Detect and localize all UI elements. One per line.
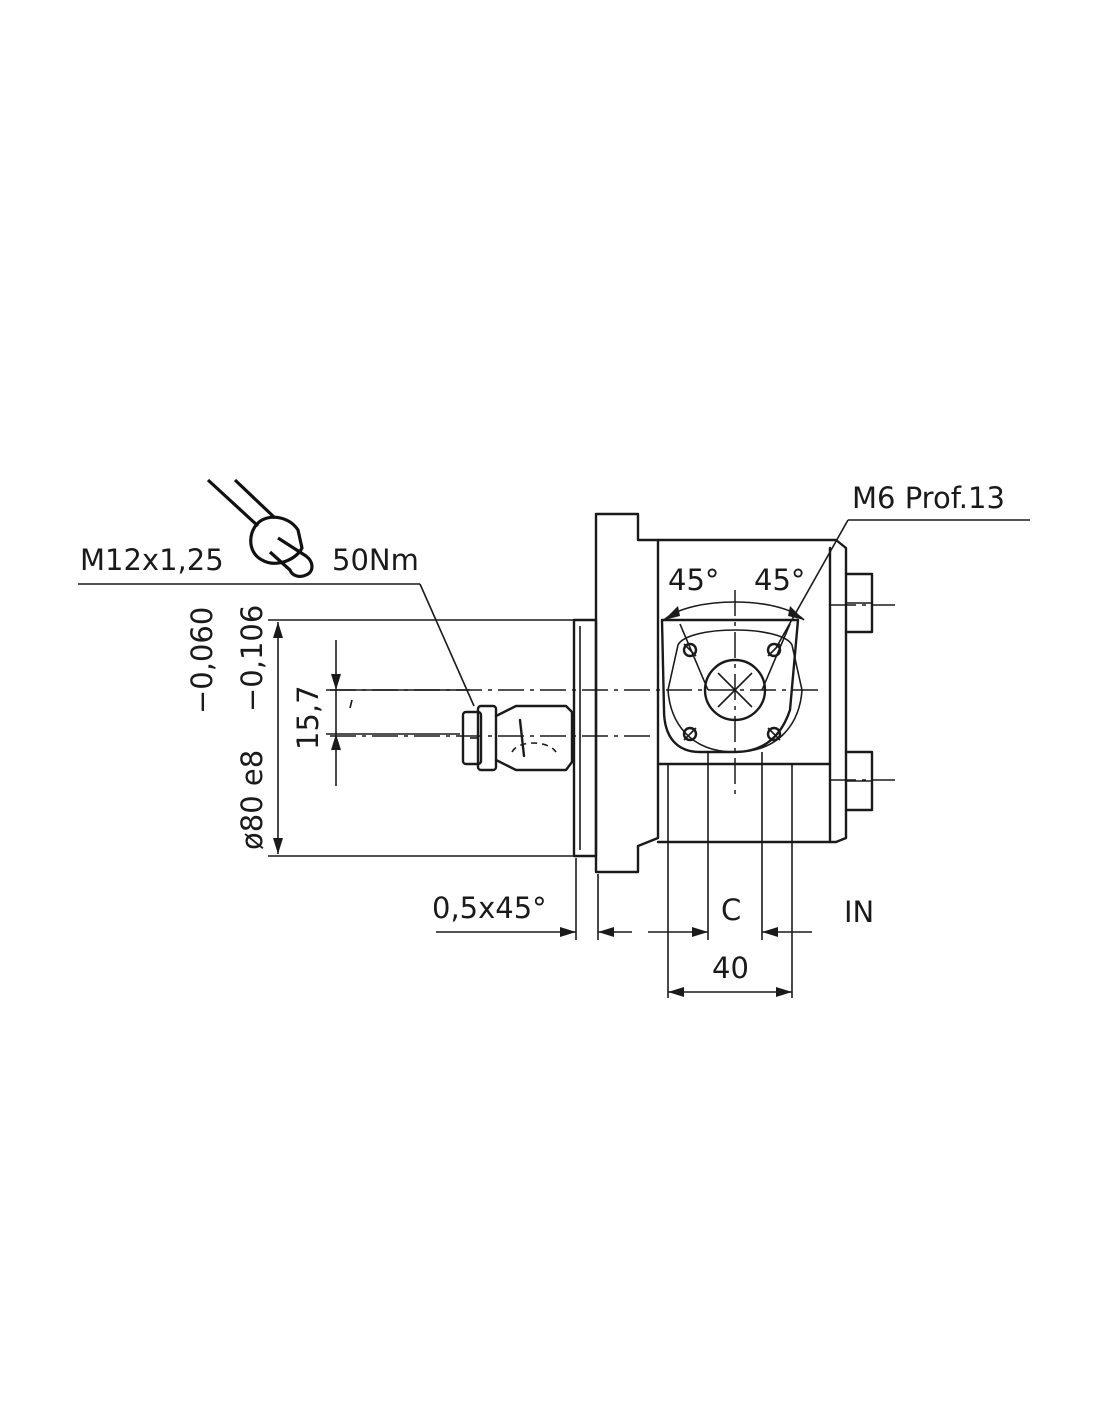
forty-label: 40 (712, 951, 749, 985)
thread-leader (78, 583, 475, 707)
angle-right-label: 45° (754, 563, 805, 597)
tolerance-lower-label: −0,106 (235, 605, 269, 712)
chamfer-dimension (436, 858, 632, 940)
in-port-label: IN (844, 895, 874, 929)
forty-dimension (668, 987, 792, 997)
c-dimension (648, 752, 812, 998)
port-thread-label: M6 Prof.13 (852, 481, 1005, 515)
c-label: C (721, 893, 741, 927)
pump-housing (656, 538, 874, 844)
chamfer-label: 0,5x45° (432, 891, 547, 925)
diameter-label: ø80 e8 (235, 750, 269, 850)
shaft-offset-label: 15,7 (291, 685, 325, 750)
m6-leader (775, 519, 1030, 649)
wrench-icon (206, 478, 314, 578)
diameter-dimension (268, 619, 596, 857)
shaft-assembly (461, 704, 574, 772)
tolerance-upper-label: −0,060 (185, 607, 219, 714)
pump-flange (572, 512, 660, 874)
angle-arc (663, 601, 805, 621)
angle-left-label: 45° (668, 563, 719, 597)
port-face (660, 618, 803, 754)
shaft-offset-dimension (326, 640, 470, 786)
thread-label: M12x1,25 (80, 543, 224, 577)
torque-label: 50Nm (332, 543, 419, 577)
